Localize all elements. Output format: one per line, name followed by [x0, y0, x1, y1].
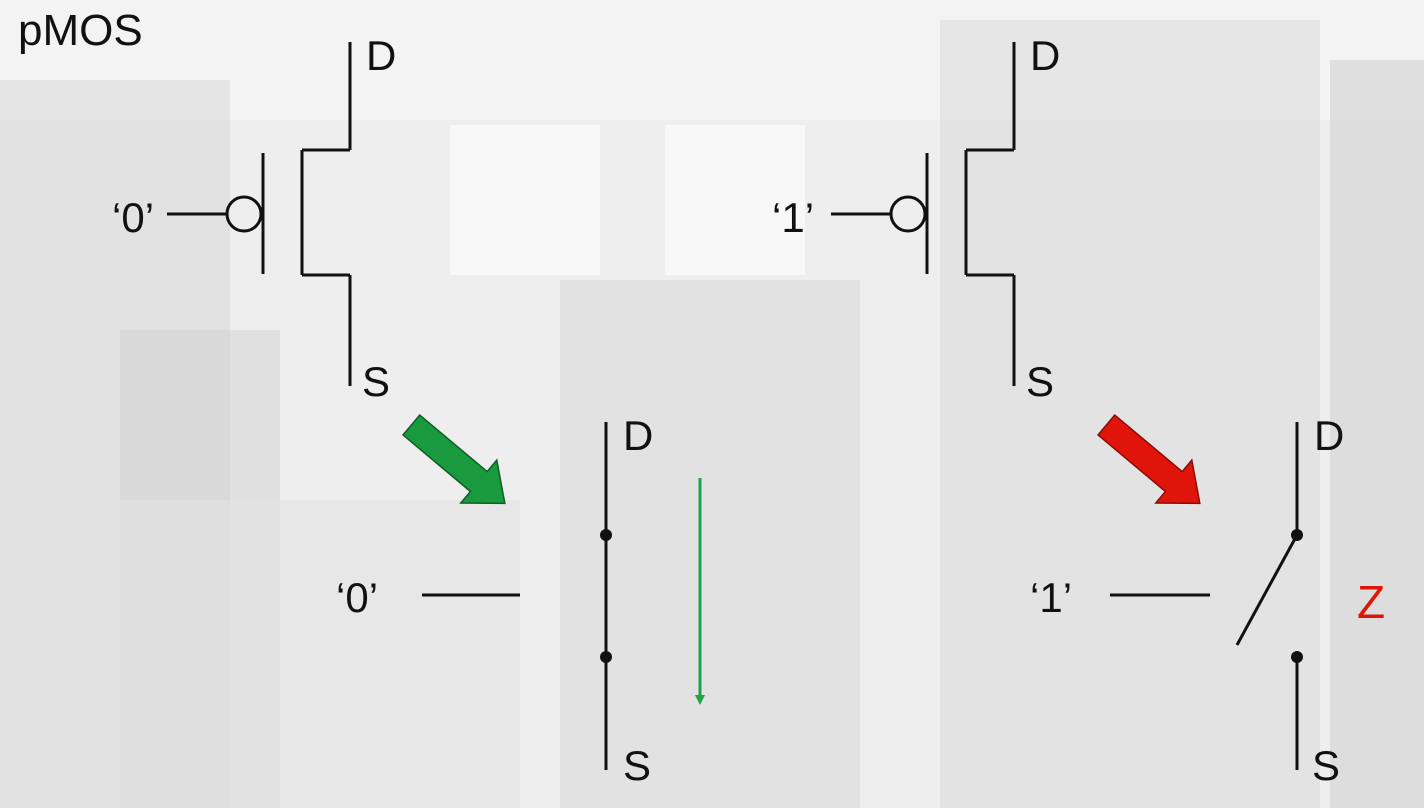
closed-gate-input-label: ‘0’: [336, 574, 378, 621]
page-title: pMOS: [18, 6, 143, 55]
off-transition-arrow: [1096, 413, 1201, 505]
closed-drain-label: D: [623, 412, 653, 459]
switch-blade: [1235, 534, 1299, 646]
closed-source-label: S: [623, 742, 651, 789]
on-transition-arrow: [401, 413, 506, 505]
left-drain-label: D: [366, 32, 396, 79]
open-switch: [1110, 422, 1299, 770]
right-pmos-transistor: [831, 42, 1016, 386]
open-source-label: S: [1312, 742, 1340, 789]
inversion-bubble: [889, 195, 927, 233]
closed-switch: [422, 422, 608, 770]
left-source-label: S: [362, 358, 390, 405]
open-drain-label: D: [1314, 412, 1344, 459]
right-drain-label: D: [1030, 32, 1060, 79]
right-gate-input-label: ‘1’: [772, 194, 814, 241]
switch-contact-bottom: [600, 651, 612, 663]
switch-contact-top: [600, 529, 612, 541]
left-gate-input-label: ‘0’: [112, 194, 154, 241]
inversion-bubble: [225, 195, 263, 233]
switch-contact-top: [1291, 529, 1303, 541]
right-source-label: S: [1026, 358, 1054, 405]
open-gate-input-label: ‘1’: [1030, 574, 1072, 621]
high-impedance-label: Z: [1357, 576, 1385, 628]
switch-contact-bottom: [1291, 651, 1303, 663]
left-pmos-transistor: [167, 42, 352, 386]
